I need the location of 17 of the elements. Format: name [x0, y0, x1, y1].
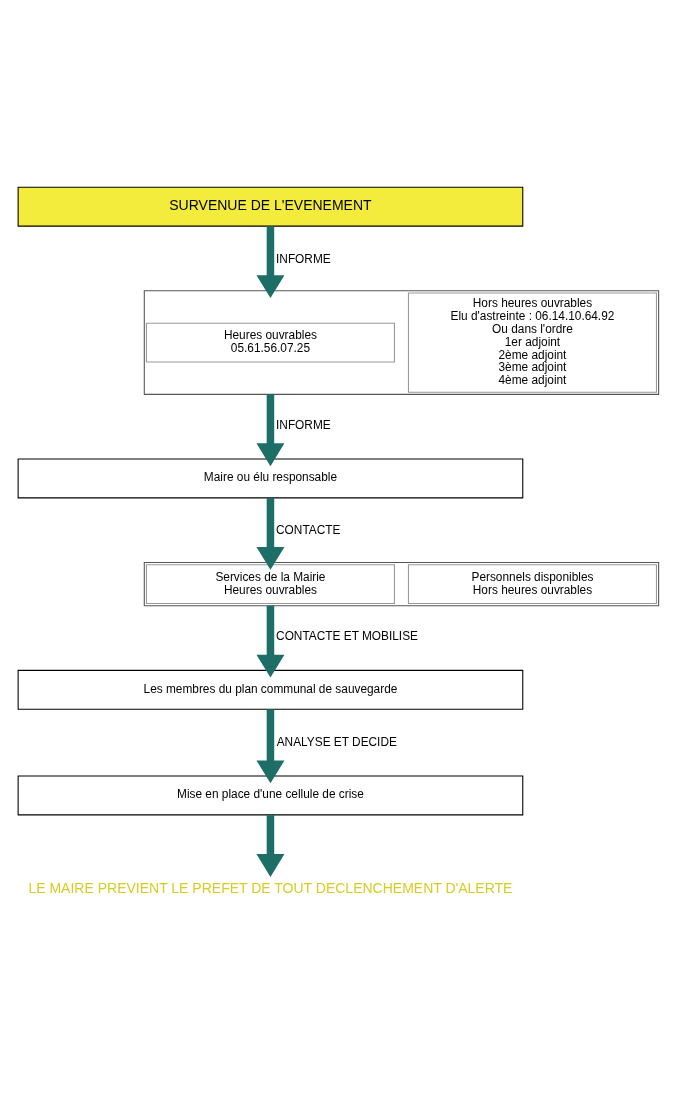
- edge-label: INFORME: [276, 251, 331, 266]
- edge-label: CONTACTE: [276, 522, 341, 537]
- node-text: LE MAIRE PREVIENT LE PREFET DE TOUT DECLENCHEMENT D'ALERTE: [28, 879, 513, 896]
- arrow: [256, 708, 285, 783]
- node-box: SURVENUE DE L'EVENEMENT: [17, 186, 524, 227]
- arrow: [256, 393, 285, 466]
- node-box: Services de la Mairie Heures ouvrables: [145, 563, 395, 604]
- edge-label: INFORME: [276, 417, 331, 432]
- edge-label: ANALYSE ET DECIDE: [276, 734, 397, 749]
- node-box: Personnels disponibles Hors heures ouvrables: [407, 563, 657, 604]
- node-box: Les membres du plan communal de sauvegarde: [17, 669, 524, 710]
- node-box: Hors heures ouvrables Elu d'astreinte : 06.14.10.64.92 Ou dans l'ordre 1er adjoint 2ème adjoint 3ème adjoint 4ème adjoint: [407, 291, 657, 393]
- arrow: [256, 225, 285, 298]
- node-box: Mise en place d'une cellule de crise: [17, 775, 524, 815]
- edge-label: CONTACTE ET MOBILISE: [276, 628, 418, 643]
- node-box: Heures ouvrables 05.61.56.07.25: [145, 322, 395, 363]
- node-box: Maire ou élu responsable: [17, 458, 524, 498]
